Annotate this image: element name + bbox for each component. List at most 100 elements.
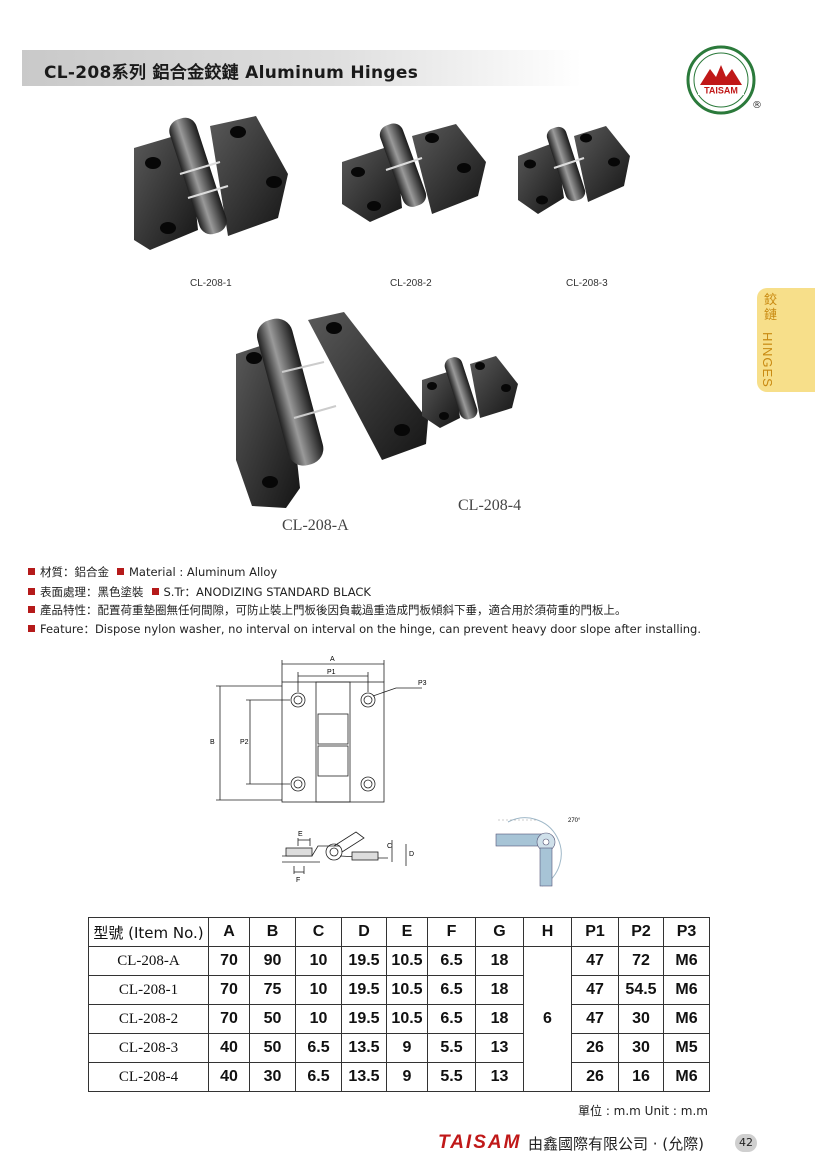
cell-b: 50 xyxy=(249,1033,296,1063)
cell-item: CL-208-2 xyxy=(88,1004,209,1034)
cell-c: 6.5 xyxy=(295,1062,342,1092)
table-row: CL-208-1 70 75 10 19.5 10.5 6.5 18 47 54… xyxy=(88,975,710,1005)
dim-p1: P1 xyxy=(327,669,336,676)
photo-label-cl-208-a: CL-208-A xyxy=(282,517,349,534)
material-en: Material : Aluminum Alloy xyxy=(129,565,278,579)
svg-text:TAISAM: TAISAM xyxy=(704,86,738,96)
col-header-g: G xyxy=(475,917,524,947)
table-row: CL-208-4 40 30 6.5 13.5 9 5.5 13 26 16 M… xyxy=(88,1062,710,1092)
dim-e: E xyxy=(298,831,303,838)
cell-e: 10.5 xyxy=(386,946,428,976)
table-row: CL-208-A 70 90 10 19.5 10.5 6.5 18 6 47 … xyxy=(88,946,710,1092)
registered-mark: ® xyxy=(752,100,762,111)
col-header-p2: P2 xyxy=(618,917,664,947)
side-tab-en: HINGES xyxy=(760,332,775,388)
side-tab-zh: 鉸鏈 xyxy=(764,293,778,323)
cell-p1: 47 xyxy=(571,975,619,1005)
cell-a: 70 xyxy=(208,1004,250,1034)
page-number: 42 xyxy=(735,1134,757,1152)
material-zh: 材質：鋁合金 xyxy=(40,565,109,579)
hinge-photo-cl-208-3 xyxy=(518,126,630,214)
bullet-icon xyxy=(117,568,124,575)
col-header-item: 型號 (Item No.) xyxy=(88,917,209,947)
surface-en: S.Tr：ANODIZING STANDARD BLACK xyxy=(163,585,371,599)
cell-h: 6 xyxy=(523,946,572,1092)
cell-f: 6.5 xyxy=(427,946,476,976)
dim-a: A xyxy=(330,656,335,663)
dim-p2: P2 xyxy=(240,739,249,746)
feature-zh-line: 產品特性：配置荷重墊圈無任何間隙，可防止裝上門板後因負載過重造成門板傾斜下垂，適… xyxy=(28,602,627,618)
photo-label-cl-208-1: CL-208-1 xyxy=(190,278,232,289)
cell-p2: 54.5 xyxy=(618,975,664,1005)
front-view-drawing: A P1 P3 B P2 xyxy=(210,656,427,803)
dim-p3: P3 xyxy=(418,680,427,687)
hinge-photo-cl-208-1 xyxy=(134,116,288,250)
cell-a: 40 xyxy=(208,1033,250,1063)
cell-p3: M6 xyxy=(663,975,710,1005)
cell-e: 9 xyxy=(386,1033,428,1063)
cell-p2: 16 xyxy=(618,1062,664,1092)
cell-f: 6.5 xyxy=(427,975,476,1005)
material-line: 材質：鋁合金 Material : Aluminum Alloy xyxy=(28,564,277,580)
footer-company: 由鑫國際有限公司 · (允際) xyxy=(528,1135,705,1153)
cell-a: 40 xyxy=(208,1062,250,1092)
cell-p1: 26 xyxy=(571,1033,619,1063)
dim-d: D xyxy=(409,851,414,858)
cell-b: 75 xyxy=(249,975,296,1005)
cell-p3: M6 xyxy=(663,946,710,976)
cell-d: 19.5 xyxy=(341,1004,387,1034)
bullet-icon xyxy=(28,588,35,595)
cell-c: 10 xyxy=(295,946,342,976)
col-header-p3: P3 xyxy=(663,917,710,947)
side-tab[interactable] xyxy=(757,288,815,392)
dim-b: B xyxy=(210,739,215,746)
cell-a: 70 xyxy=(208,975,250,1005)
feature-en: Feature：Dispose nylon washer, no interva… xyxy=(40,622,702,636)
cell-c: 10 xyxy=(295,975,342,1005)
unit-note: 單位 : m.m Unit : m.m xyxy=(578,1104,708,1118)
cell-b: 30 xyxy=(249,1062,296,1092)
cell-p1: 47 xyxy=(571,946,619,976)
cell-p2: 72 xyxy=(618,946,664,976)
spec-table: 型號 (Item No.) A B C D E F G H P1 P2 P3 C… xyxy=(88,917,710,1092)
cell-g: 18 xyxy=(475,1004,524,1034)
cell-p3: M5 xyxy=(663,1033,710,1063)
hinge-photo-cl-208-a xyxy=(236,312,428,508)
cell-item: CL-208-4 xyxy=(88,1062,209,1092)
table-row: CL-208-3 40 50 6.5 13.5 9 5.5 13 26 30 M… xyxy=(88,1033,710,1063)
cell-p1: 47 xyxy=(571,1004,619,1034)
col-header-p1: P1 xyxy=(571,917,619,947)
cell-f: 6.5 xyxy=(427,1004,476,1034)
cell-f: 5.5 xyxy=(427,1033,476,1063)
cell-g: 13 xyxy=(475,1062,524,1092)
cell-item: CL-208-A xyxy=(88,946,209,976)
col-header-h: H xyxy=(523,917,572,947)
surface-line: 表面處理：黑色塗裝 S.Tr：ANODIZING STANDARD BLACK xyxy=(28,584,371,600)
cell-d: 13.5 xyxy=(341,1062,387,1092)
cell-p1: 26 xyxy=(571,1062,619,1092)
cell-g: 18 xyxy=(475,975,524,1005)
cell-e: 9 xyxy=(386,1062,428,1092)
cell-p2: 30 xyxy=(618,1033,664,1063)
footer-brand-logo: TAISAM xyxy=(438,1132,522,1153)
cell-p3: M6 xyxy=(663,1062,710,1092)
table-header-row: 型號 (Item No.) A B C D E F G H P1 P2 P3 xyxy=(88,917,710,947)
bullet-icon xyxy=(28,568,35,575)
cell-e: 10.5 xyxy=(386,1004,428,1034)
cell-c: 6.5 xyxy=(295,1033,342,1063)
opening-angle-drawing: 270° xyxy=(495,817,581,887)
cell-b: 90 xyxy=(249,946,296,976)
feature-en-line: Feature：Dispose nylon washer, no interva… xyxy=(28,621,701,637)
feature-zh: 產品特性：配置荷重墊圈無任何間隙，可防止裝上門板後因負載過重造成門板傾斜下垂，適… xyxy=(40,603,627,617)
cell-d: 19.5 xyxy=(341,946,387,976)
cell-e: 10.5 xyxy=(386,975,428,1005)
photo-label-cl-208-4: CL-208-4 xyxy=(458,497,522,514)
col-header-b: B xyxy=(249,917,296,947)
surface-zh: 表面處理：黑色塗裝 xyxy=(40,585,144,599)
col-header-e: E xyxy=(386,917,428,947)
hinge-photo-cl-208-4 xyxy=(422,356,518,428)
cell-b: 50 xyxy=(249,1004,296,1034)
photo-label-cl-208-3: CL-208-3 xyxy=(566,278,608,289)
page-title: CL-208系列 鋁合金鉸鏈 Aluminum Hinges xyxy=(44,63,419,83)
cell-d: 19.5 xyxy=(341,975,387,1005)
